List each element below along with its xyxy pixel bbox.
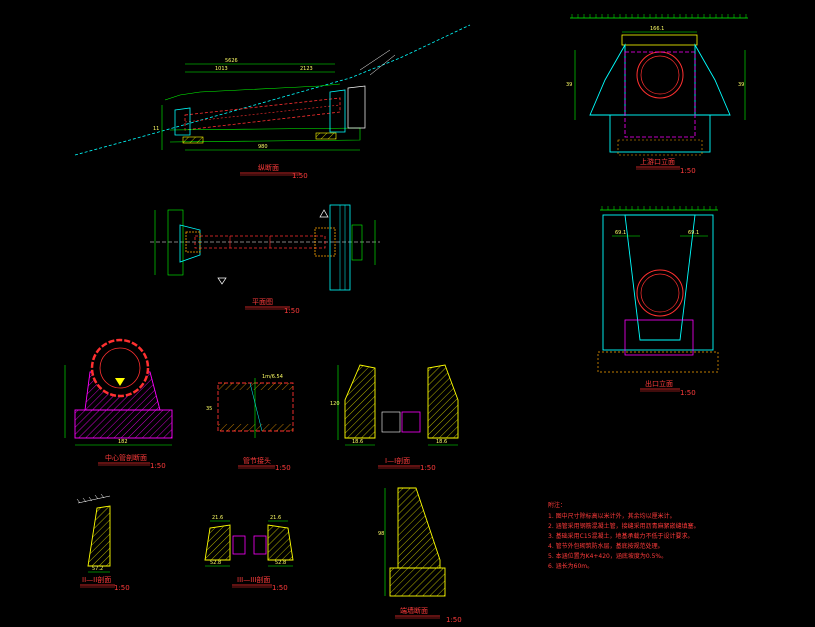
note-line: 3. 基础采用C15混凝土，地基承载力不低于设计要求。 — [548, 532, 693, 540]
pipe-center-scale: 1:50 — [150, 462, 166, 470]
plan-scale: 1:50 — [284, 307, 300, 315]
section-2: 57.2 II—II剖面 1:50 — [76, 493, 130, 592]
upstream-elevation: 166.1 39 39 上游口立面 1:50 — [566, 14, 748, 175]
dim-sec3-base-r: 52.8 — [275, 560, 286, 566]
pipe-joint-detail: 1m/6.54 35 管节接头 1:50 — [206, 374, 294, 472]
pipe-center-title: 中心管剖断面 — [105, 453, 147, 462]
dim-sec3-top-r: 21.6 — [270, 515, 281, 521]
dim-sec2-base: 57.2 — [92, 566, 103, 572]
pipe-joint-title: 管节接头 — [243, 456, 271, 465]
dim-sec1-base-l: 18.6 — [352, 439, 363, 445]
section-3: 21.6 21.6 52.8 52.8 III—III剖面 1:50 — [204, 515, 294, 592]
upstream-scale: 1:50 — [680, 167, 696, 175]
downstream-elevation: 69.1 69.1 出口立面 1:50 — [597, 206, 719, 397]
dim-long-total: 5626 — [225, 58, 238, 64]
longitudinal-section: 5626 1013 2123 980 11 纵断面 1:50 — [74, 24, 471, 180]
dim-sec1-height: 120 — [330, 401, 340, 407]
section-1: 120 18.6 18.6 I—I剖面 1:50 — [330, 364, 459, 472]
dim-down-right: 69.1 — [688, 230, 699, 236]
dim-up-right: 39 — [738, 82, 744, 88]
dim-wall-height: 98 — [378, 531, 384, 537]
dim-pipe-width: 182 — [118, 439, 128, 445]
dim-long-seg-a: 1013 — [215, 66, 228, 72]
plan-view: 平面图 1:50 — [150, 204, 380, 315]
notes-heading: 附注： — [548, 501, 566, 509]
section-1-title: I—I剖面 — [385, 456, 410, 465]
pipe-center-section: 182 中心管剖断面 1:50 — [64, 338, 173, 470]
dim-long-left: 11 — [153, 126, 159, 132]
dim-long-seg-b: 2123 — [300, 66, 313, 72]
note-line: 4. 管节外包砌筑防水层，基底按规范处理。 — [548, 542, 664, 550]
pipe-joint-scale: 1:50 — [275, 464, 291, 472]
section-1-scale: 1:50 — [420, 464, 436, 472]
dim-joint-top: 1m/6.54 — [262, 374, 283, 380]
wall-section-scale: 1:50 — [446, 616, 462, 624]
dim-long-bottom: 980 — [258, 144, 268, 150]
dim-sec3-top-l: 21.6 — [212, 515, 223, 521]
note-line: 6. 涵长为60m。 — [548, 562, 593, 570]
note-line: 1. 图中尺寸除标高以米计外，其余均以厘米计。 — [548, 512, 676, 520]
section-2-scale: 1:50 — [114, 584, 130, 592]
downstream-scale: 1:50 — [680, 389, 696, 397]
dim-joint-side: 35 — [206, 406, 212, 412]
dim-up-top: 166.1 — [650, 26, 664, 32]
downstream-title: 出口立面 — [645, 379, 673, 388]
longitudinal-scale: 1:50 — [292, 172, 308, 180]
section-2-title: II—II剖面 — [82, 575, 111, 584]
dim-down-left: 69.1 — [615, 230, 626, 236]
notes-block: 附注： 1. 图中尺寸除标高以米计外，其余均以厘米计。 2. 涵管采用钢筋混凝土… — [548, 501, 700, 570]
dim-sec1-base-r: 18.6 — [436, 439, 447, 445]
section-3-scale: 1:50 — [272, 584, 288, 592]
note-line: 2. 涵管采用钢筋混凝土管，接缝采用沥青麻絮嵌缝填塞。 — [548, 522, 700, 530]
upstream-title: 上游口立面 — [640, 157, 675, 166]
note-line: 5. 本涵位置为K4+420，涵底坡度为0.5%。 — [548, 552, 667, 560]
dim-sec3-base-l: 52.8 — [210, 560, 221, 566]
longitudinal-title: 纵断面 — [258, 163, 279, 172]
wall-section-title: 端墙断面 — [400, 606, 428, 615]
section-3-title: III—III剖面 — [237, 575, 270, 584]
wall-section: 98 端墙断面 1:50 — [378, 487, 462, 624]
plan-title: 平面图 — [252, 298, 273, 306]
dim-up-left: 39 — [566, 82, 572, 88]
